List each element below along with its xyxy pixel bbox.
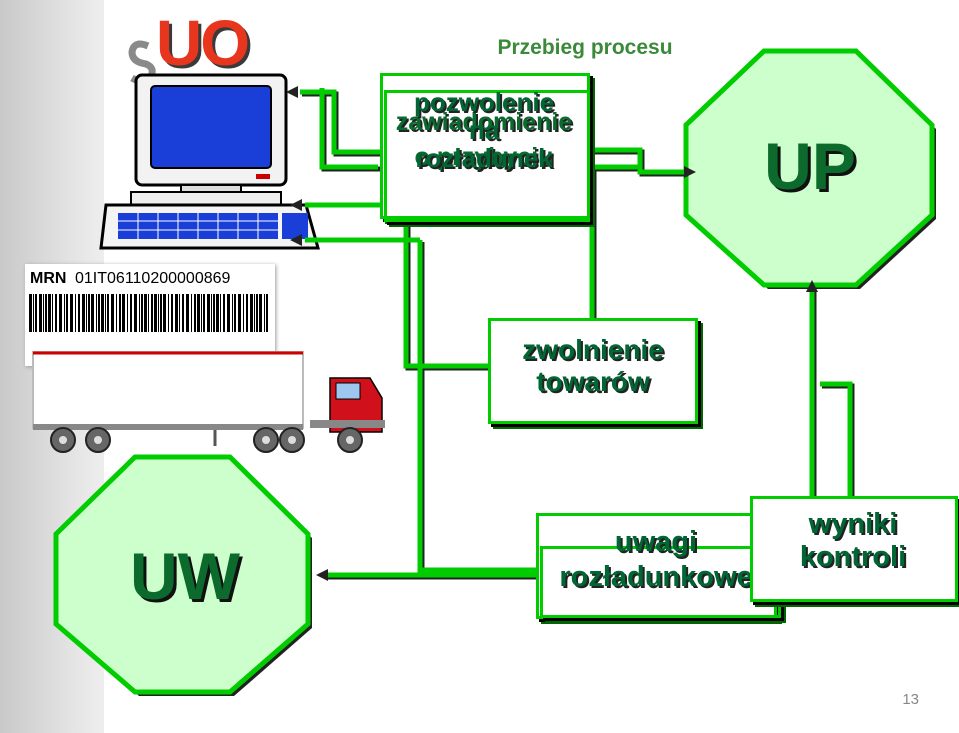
- remarks-line-2: rozładunkowe: [559, 561, 753, 594]
- slide-title: Przebieg procesu: [497, 36, 673, 59]
- arrival-notice-text: zawiadomienie o przybyciu: [384, 108, 584, 172]
- remarks-text: uwagi rozładunkowe: [536, 526, 776, 595]
- barcode-card: MRN 01IT06110200000869: [25, 264, 275, 366]
- arrival-notice-box: [380, 73, 590, 219]
- mrn-number: 01IT06110200000869: [75, 270, 231, 287]
- truck-icon: [32, 351, 385, 453]
- logo-text: UO: [156, 7, 250, 79]
- up-octagon: [683, 48, 936, 289]
- permit-line-1: pozwolenie: [413, 87, 555, 117]
- results-line-2: kontroli: [799, 541, 907, 574]
- arrival-line-1: zawiadomienie: [395, 108, 573, 136]
- release-text: zwolnienie towarów: [488, 334, 698, 398]
- unloading-permit-text: pozwolenie na rozładunek: [384, 87, 584, 174]
- uw-octagon: [53, 454, 312, 696]
- permit-line-2: na: [468, 114, 500, 145]
- computer-icon: [99, 73, 320, 250]
- up-label: UP: [764, 129, 856, 203]
- remarks-line-1: uwagi: [614, 526, 698, 558]
- unloading-permit-box: [384, 90, 590, 222]
- arrival-line-2: o przybyciu: [414, 142, 554, 171]
- results-box: [750, 496, 958, 602]
- release-line-1: zwolnienie: [522, 334, 664, 365]
- page-number: 13: [902, 691, 919, 708]
- release-line-2: towarów: [536, 366, 650, 398]
- mrn-label: MRN: [30, 270, 67, 287]
- permit-line-3: rozładunek: [415, 142, 553, 173]
- results-line-1: wyniki: [808, 508, 898, 540]
- uw-label: UW: [130, 539, 240, 613]
- logo: UO: [118, 7, 278, 104]
- release-box: [488, 318, 698, 424]
- barcode-icon: [29, 294, 268, 332]
- results-text: wyniki kontroli: [750, 508, 956, 575]
